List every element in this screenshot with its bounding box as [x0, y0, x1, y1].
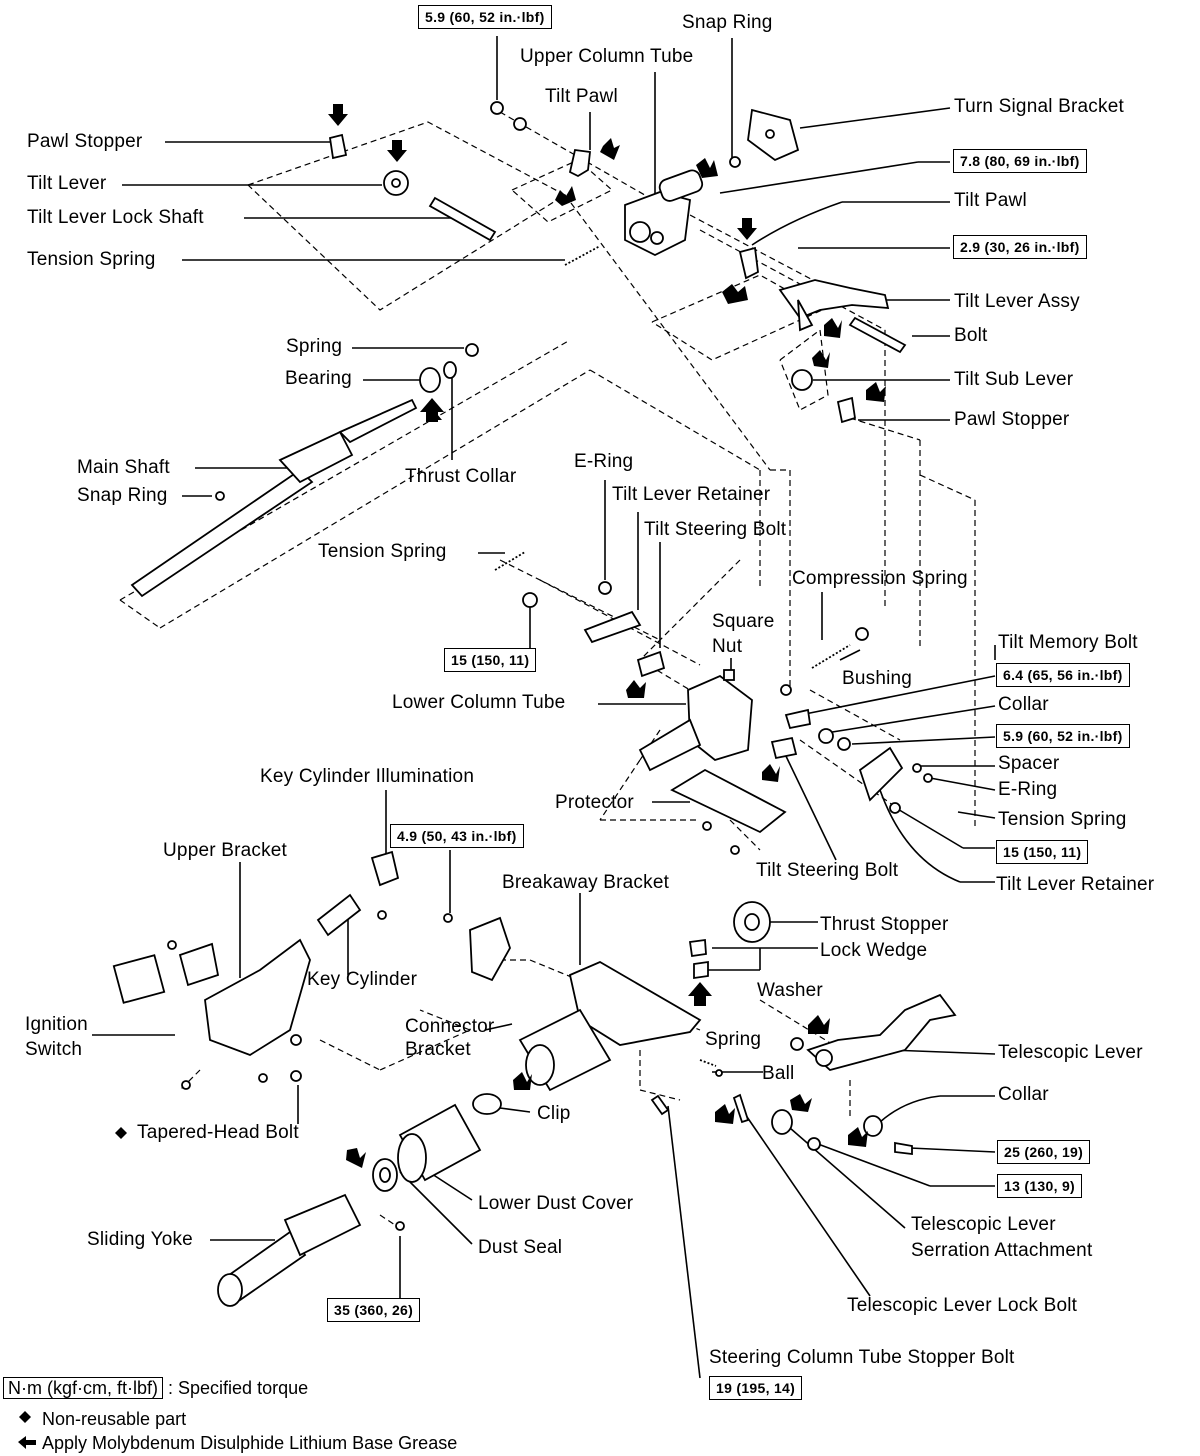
label-bolt: Bolt — [954, 325, 988, 346]
label-tilt-lever-retainer-right: Tilt Lever Retainer — [996, 874, 1155, 895]
label-square: Square — [712, 611, 775, 632]
torque-box-right-15: 15 (150, 11) — [996, 840, 1089, 864]
torque-box-turn-signal: 7.8 (80, 69 in.·lbf) — [953, 149, 1087, 173]
label-tension-spring-top: Tension Spring — [27, 249, 156, 270]
label-lock-wedge: Lock Wedge — [820, 940, 928, 961]
label-telescopic-lever: Telescopic Lever — [998, 1042, 1143, 1063]
label-pawl-stopper-right: Pawl Stopper — [954, 409, 1070, 430]
torque-box-mid-15: 15 (150, 11) — [444, 648, 537, 672]
label-tension-spring-right: Tension Spring — [998, 809, 1127, 830]
label-washer: Washer — [757, 980, 823, 1001]
label-switch: Switch — [25, 1039, 83, 1060]
label-bracket: Bracket — [405, 1039, 471, 1060]
label-tilt-lever-retainer-mid: Tilt Lever Retainer — [612, 484, 771, 505]
label-ignition: Ignition — [25, 1014, 88, 1035]
label-thrust-collar: Thrust Collar — [405, 466, 517, 487]
label-bushing: Bushing — [842, 668, 913, 689]
label-tilt-steering-bolt-low: Tilt Steering Bolt — [756, 860, 899, 881]
legend-grease: Apply Molybdenum Disulphide Lithium Base… — [42, 1433, 458, 1453]
label-lower-column-tube: Lower Column Tube — [392, 692, 566, 713]
legend-torque: N·m (kgf·cm, ft·lbf) : Specified torque — [3, 1377, 308, 1399]
label-clip: Clip — [537, 1103, 571, 1124]
label-lower-dust-cover: Lower Dust Cover — [478, 1193, 634, 1214]
label-key-cylinder-illumination: Key Cylinder Illumination — [260, 766, 475, 787]
label-compression-spring: Compression Spring — [792, 568, 968, 589]
label-upper-bracket: Upper Bracket — [163, 840, 288, 861]
label-steering-column-tube-stopper-bolt: Steering Column Tube Stopper Bolt — [709, 1347, 1015, 1368]
label-breakaway-bracket: Breakaway Bracket — [502, 872, 670, 893]
label-telescopic-lever-serration-2: Serration Attachment — [911, 1240, 1093, 1261]
label-dust-seal: Dust Seal — [478, 1237, 563, 1258]
label-tilt-lever-assy: Tilt Lever Assy — [954, 291, 1080, 312]
label-sliding-yoke: Sliding Yoke — [87, 1229, 193, 1250]
torque-box-25: 25 (260, 19) — [997, 1140, 1091, 1164]
label-snap-ring-top: Snap Ring — [682, 12, 773, 33]
torque-box-19: 19 (195, 14) — [709, 1376, 803, 1400]
label-tilt-sub-lever: Tilt Sub Lever — [954, 369, 1074, 390]
legend-unit-text: : Specified torque — [168, 1378, 309, 1398]
torque-box-collar: 5.9 (60, 52 in.·lbf) — [996, 724, 1130, 748]
label-spacer: Spacer — [998, 753, 1060, 774]
label-snap-ring-left: Snap Ring — [77, 485, 168, 506]
label-tilt-lever: Tilt Lever — [27, 173, 107, 194]
torque-box-memory-bolt: 6.4 (65, 56 in.·lbf) — [996, 663, 1130, 687]
label-e-ring-right: E-Ring — [998, 779, 1058, 800]
label-upper-column-tube: Upper Column Tube — [520, 46, 694, 67]
torque-box-13: 13 (130, 9) — [997, 1174, 1083, 1198]
label-tilt-pawl-right: Tilt Pawl — [954, 190, 1027, 211]
label-spring-top: Spring — [286, 336, 343, 357]
torque-box-tilt-pawl: 2.9 (30, 26 in.·lbf) — [953, 235, 1087, 259]
label-e-ring-mid: E-Ring — [574, 451, 634, 472]
torque-box-35: 35 (360, 26) — [327, 1298, 421, 1322]
label-collar-low: Collar — [998, 1084, 1049, 1105]
label-thrust-stopper: Thrust Stopper — [820, 914, 949, 935]
torque-box-key-illumination: 4.9 (50, 43 in.·lbf) — [390, 824, 524, 848]
label-tilt-memory-bolt: Tilt Memory Bolt — [998, 632, 1138, 653]
label-turn-signal-bracket: Turn Signal Bracket — [954, 96, 1124, 117]
label-tilt-steering-bolt-mid: Tilt Steering Bolt — [644, 519, 787, 540]
label-tilt-lever-lock-shaft: Tilt Lever Lock Shaft — [27, 207, 204, 228]
legend-unit-box: N·m (kgf·cm, ft·lbf) — [3, 1377, 163, 1399]
label-telescopic-lever-lock-bolt: Telescopic Lever Lock Bolt — [847, 1295, 1078, 1316]
label-spring-low: Spring — [705, 1029, 762, 1050]
label-connector: Connector — [405, 1016, 495, 1037]
label-bearing: Bearing — [285, 368, 352, 389]
label-tapered-head-bolt: Tapered-Head Bolt — [137, 1122, 299, 1143]
label-ball: Ball — [762, 1063, 795, 1084]
label-pawl-stopper-left: Pawl Stopper — [27, 131, 143, 152]
legend-non-reusable: Non-reusable part — [42, 1409, 187, 1429]
label-nut: Nut — [712, 636, 743, 657]
label-protector: Protector — [555, 792, 634, 813]
label-main-shaft: Main Shaft — [77, 457, 170, 478]
torque-box-top: 5.9 (60, 52 in.·lbf) — [418, 5, 552, 29]
label-collar-right: Collar — [998, 694, 1049, 715]
label-telescopic-lever-serration-1: Telescopic Lever — [911, 1214, 1056, 1235]
label-key-cylinder: Key Cylinder — [307, 969, 418, 990]
label-tilt-pawl-top: Tilt Pawl — [545, 86, 618, 107]
label-tension-spring-mid: Tension Spring — [318, 541, 447, 562]
